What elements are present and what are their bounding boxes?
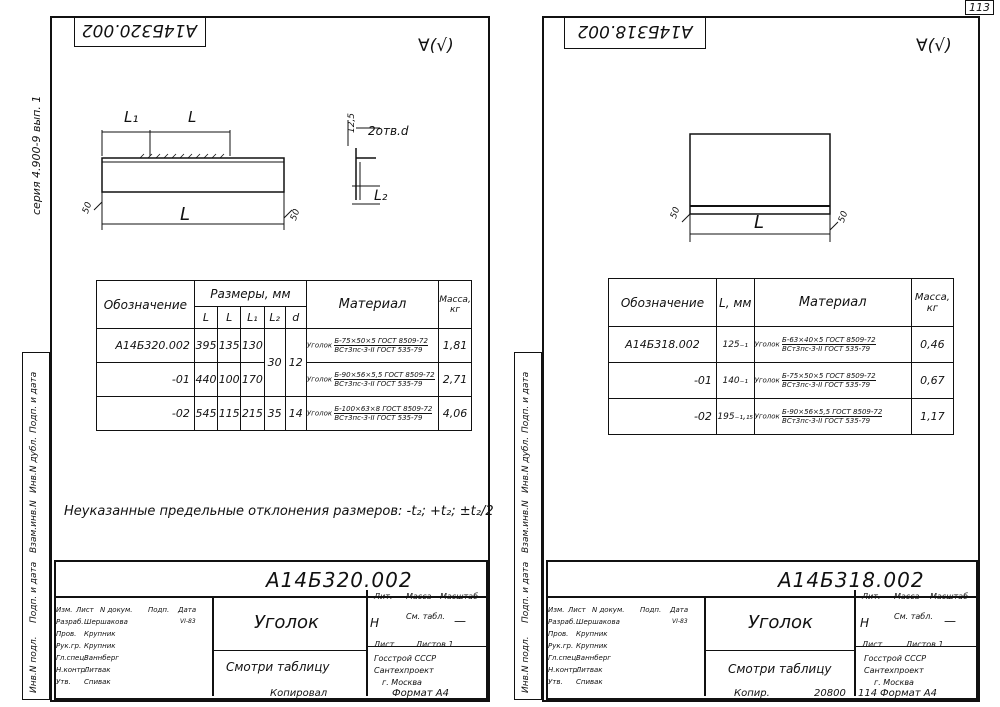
dim-l1: L₁ bbox=[124, 108, 139, 126]
right-frame bbox=[542, 16, 980, 702]
col-sizes: Размеры, мм bbox=[193, 280, 307, 307]
order-number: 20800 bbox=[814, 688, 846, 699]
left-sheet: серия 4.900-9 вып. 1 А14Б320.002 ∀(√) L₁… bbox=[0, 0, 498, 707]
copied-by: Копировал bbox=[270, 688, 328, 699]
part-drawing bbox=[681, 133, 839, 242]
col-designation: Обозначение bbox=[96, 280, 195, 329]
col-material: Материал bbox=[305, 280, 440, 329]
format: Формат А4 bbox=[880, 688, 937, 699]
side-stamp-column-right: Инв.N подл. Подп. и дата Взам.инв.N Инв.… bbox=[514, 352, 542, 700]
col-material: Материал bbox=[753, 278, 912, 327]
title-block-left: А14Б320.002 Уголок Лит. Масса Масштаб Н … bbox=[54, 560, 488, 700]
table-row: -02 195₋₁,₁₅ Уголок Б-90×56×5,5 ГОСТ 850… bbox=[608, 398, 955, 435]
see-table: Смотри таблицу bbox=[728, 662, 832, 676]
subcol-d: d bbox=[284, 306, 307, 329]
copied-by: Копир. bbox=[734, 688, 770, 699]
subcol-l: L bbox=[217, 306, 242, 329]
tolerance-note: Неуказанные предельные отклонения размер… bbox=[64, 504, 494, 519]
format: Формат А4 bbox=[392, 688, 449, 699]
spec-table-right: Обозначение L, мм Материал Масса, кг А14… bbox=[608, 278, 955, 435]
roughness-sign: ∀(√) bbox=[916, 36, 952, 56]
dim-l: L bbox=[188, 108, 197, 126]
code-stamp-mirror: А14Б318.002 bbox=[564, 18, 706, 49]
part-name: Уголок bbox=[254, 612, 319, 633]
right-sheet: А14Б318.002 ∀(√) L 50 50 Обозначение L, … bbox=[498, 0, 996, 707]
part-drawing bbox=[93, 120, 380, 230]
col-mass: Масса, кг bbox=[910, 278, 955, 327]
col-designation: Обозначение bbox=[608, 278, 717, 327]
left-frame bbox=[50, 16, 490, 702]
series-label: серия 4.900-9 вып. 1 bbox=[30, 95, 43, 215]
table-row: А14Б318.002 125₋₁ Уголок Б-63×40×5 ГОСТ … bbox=[608, 326, 955, 363]
title-code: А14Б318.002 bbox=[778, 568, 925, 592]
title-code: А14Б320.002 bbox=[266, 568, 413, 592]
table-row: А14Б320.002 395 135 130 30 12 Уголок Б-7… bbox=[96, 328, 472, 397]
dim-L: L bbox=[754, 212, 765, 233]
part-name: Уголок bbox=[748, 612, 813, 633]
dim-section-width: 12,5 bbox=[347, 112, 358, 134]
page-number: 113 bbox=[965, 0, 994, 15]
subcol-L: L bbox=[193, 306, 219, 329]
sheet-number: 114 bbox=[858, 688, 878, 699]
col-mass: Масса, кг bbox=[438, 280, 472, 329]
title-block-right: А14Б318.002 Уголок Лит. Масса Масштаб Н … bbox=[546, 560, 978, 700]
code-stamp-mirror: А14Б320.002 bbox=[74, 18, 206, 47]
roughness-sign: ∀(√) bbox=[418, 36, 454, 56]
subcol-l1: L₁ bbox=[240, 306, 265, 329]
see-table: Смотри таблицу bbox=[226, 660, 330, 674]
col-L: L, мм bbox=[715, 278, 755, 327]
side-stamp-column-left: Инв.N подл. Подп. и дата Взам.инв.N Инв.… bbox=[22, 352, 50, 700]
dim-l2: L₂ bbox=[374, 188, 388, 204]
dim-L: L bbox=[180, 204, 191, 225]
table-row: -02 545 115 215 35 14 Уголок Б-100×63×8 … bbox=[96, 396, 472, 431]
table-row: -01 440 100 170 Уголок Б-90×56×5,5 ГОСТ … bbox=[96, 362, 472, 397]
spec-table-left: Обозначение Размеры, мм Материал Масса, … bbox=[96, 280, 472, 431]
subcol-l2: L₂ bbox=[263, 306, 286, 329]
holes-label: 2отв.d bbox=[368, 124, 409, 138]
